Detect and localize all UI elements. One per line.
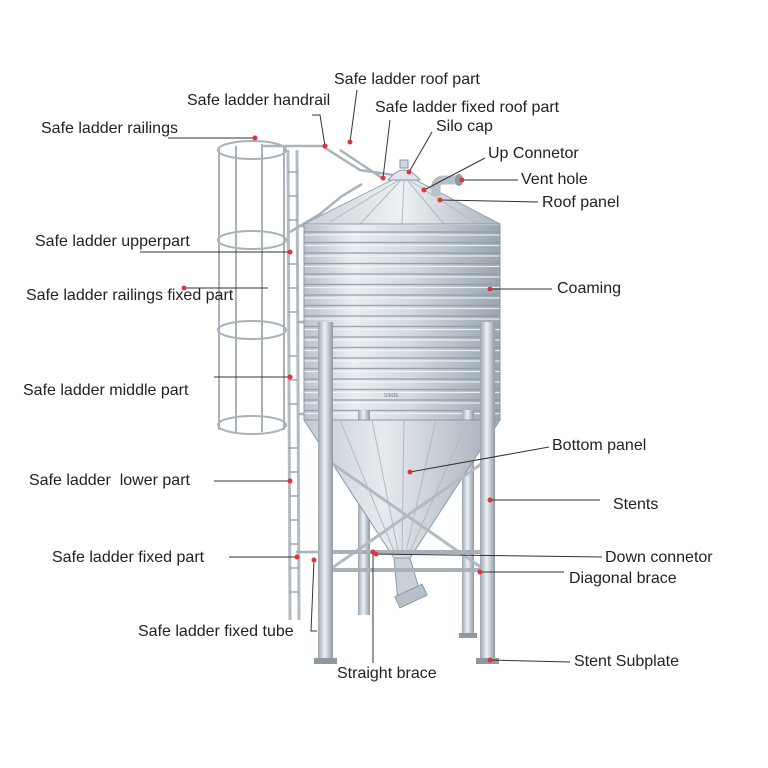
label-fixed-part: Safe ladder fixed part [52, 549, 205, 566]
dot-handrail [322, 143, 328, 149]
stent-front-right [480, 322, 495, 662]
ladder-rungs [288, 171, 299, 593]
label-coaming: Coaming [557, 280, 622, 297]
cone-seams [339, 419, 469, 557]
label-bottom-panel: Bottom panel [552, 437, 647, 454]
dot-lower-part [287, 478, 293, 484]
label-lower-part: Safe ladder lower part [29, 472, 190, 489]
dot-upper-part [287, 249, 293, 255]
label-railings-fixed-part: Safe ladder railings fixed part [26, 287, 234, 304]
label-stents: Stents [613, 496, 659, 513]
label-upper-part: Safe ladder upperpart [35, 233, 190, 250]
stent-subplate-right [476, 658, 499, 664]
label-down-connector: Down connetor [605, 549, 713, 566]
stent-front-left [318, 322, 333, 662]
dot-fixed-roof-part [380, 175, 386, 181]
label-diagonal-brace: Diagonal brace [569, 570, 677, 587]
stent-subplate-back-right [459, 633, 477, 638]
label-fixed-roof-part: Safe ladder fixed roof part [375, 99, 560, 116]
dot-vent-hole [459, 177, 465, 183]
label-straight-brace: Straight brace [337, 665, 437, 682]
dot-silo-cap [406, 169, 412, 175]
dot-straight-brace [370, 549, 376, 555]
dot-stent-subplate [487, 657, 493, 663]
label-roof-panel: Roof panel [542, 194, 620, 211]
vent-pipe [431, 174, 463, 196]
silo-cap-top [399, 159, 409, 169]
label-handrail: Safe ladder handrail [187, 92, 331, 109]
body-mark: SIMJE [384, 393, 399, 399]
dot-railings [252, 135, 258, 141]
slide-gate [394, 583, 428, 609]
dot-fixed-tube [311, 557, 317, 563]
label-up-connector: Up Connetor [488, 145, 579, 162]
dot-railings-fixed-part [181, 285, 187, 291]
label-silo-cap: Silo cap [436, 118, 493, 135]
dot-up-connector [421, 187, 427, 193]
dot-bottom-panel [407, 469, 413, 475]
leader-lines [140, 89, 603, 663]
label-railings: Safe ladder railings [41, 120, 178, 137]
label-middle-part: Safe ladder middle part [23, 382, 189, 399]
straight-braces [318, 550, 494, 572]
stent-subplate-left [314, 658, 337, 664]
dot-coaming [487, 286, 493, 292]
dot-roof-part [347, 139, 353, 145]
marker-dots [181, 135, 493, 663]
dot-diagonal-brace [477, 569, 483, 575]
silo-corrugation [304, 224, 500, 420]
label-fixed-tube: Safe ladder fixed tube [138, 623, 294, 640]
dot-stents [487, 497, 493, 503]
label-stent-subplate: Stent Subplate [574, 653, 679, 670]
dot-middle-part [287, 374, 293, 380]
dot-roof-panel [437, 197, 443, 203]
dot-fixed-part [294, 554, 300, 560]
silo-cap-shape [386, 169, 422, 181]
label-vent-hole: Vent hole [521, 171, 588, 188]
label-roof-part: Safe ladder roof part [334, 71, 480, 88]
